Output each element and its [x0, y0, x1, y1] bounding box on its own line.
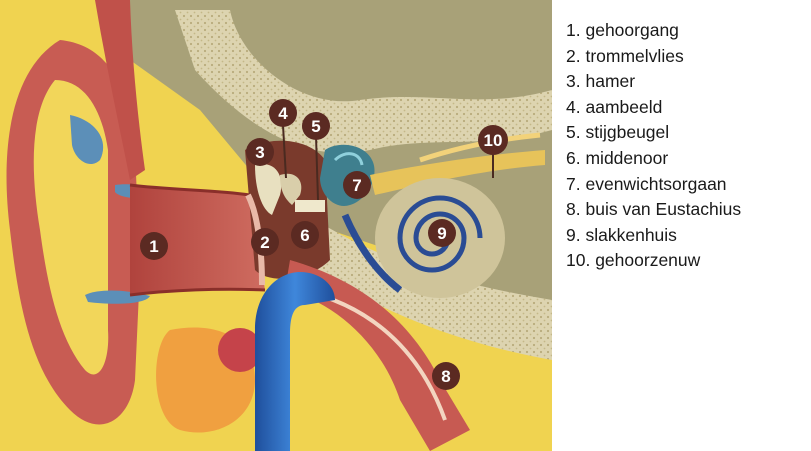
legend-number: 5. — [566, 122, 581, 142]
legend-number: 9. — [566, 225, 581, 245]
marker-2: 2 — [251, 228, 279, 256]
marker-3: 3 — [246, 138, 274, 166]
legend-number: 7. — [566, 174, 581, 194]
legend-item: 4. aambeeld — [566, 95, 741, 121]
marker-6-text: 6 — [300, 226, 309, 245]
marker-1: 1 — [140, 232, 168, 260]
marker-6: 6 — [291, 221, 319, 249]
marker-2-text: 2 — [260, 233, 269, 252]
marker-10-text: 10 — [484, 131, 503, 150]
legend-item: 1. gehoorgang — [566, 18, 741, 44]
legend-list: 1. gehoorgang 2. trommelvlies 3. hamer 4… — [566, 18, 741, 274]
marker-5: 5 — [302, 112, 330, 140]
legend-label: middenoor — [585, 148, 668, 168]
legend-number: 8. — [566, 199, 581, 219]
marker-8-text: 8 — [441, 367, 450, 386]
marker-8: 8 — [432, 362, 460, 390]
legend-item: 3. hamer — [566, 69, 741, 95]
legend-label: slakkenhuis — [585, 225, 676, 245]
marker-4: 4 — [269, 99, 297, 127]
legend-label: evenwichtsorgaan — [585, 174, 726, 194]
legend-label: aambeeld — [585, 97, 662, 117]
marker-10: 10 — [478, 125, 508, 155]
legend-label: gehoorzenuw — [595, 250, 700, 270]
legend-item: 5. stijgbeugel — [566, 120, 741, 146]
marker-7: 7 — [343, 171, 371, 199]
marker-1-text: 1 — [149, 237, 158, 256]
marker-3-text: 3 — [255, 143, 264, 162]
marker-5-text: 5 — [311, 117, 320, 136]
legend-label: hamer — [585, 71, 635, 91]
legend-label: buis van Eustachius — [585, 199, 741, 219]
legend-number: 3. — [566, 71, 581, 91]
marker-9-text: 9 — [437, 224, 446, 243]
legend-number: 1. — [566, 20, 581, 40]
legend-number: 4. — [566, 97, 581, 117]
legend-item: 9. slakkenhuis — [566, 223, 741, 249]
legend-number: 6. — [566, 148, 581, 168]
legend-item: 7. evenwichtsorgaan — [566, 172, 741, 198]
legend-item: 2. trommelvlies — [566, 44, 741, 70]
marker-9: 9 — [428, 219, 456, 247]
ear-anatomy-illustration: 1 2 3 4 5 6 7 8 9 10 — [0, 0, 552, 451]
legend-label: stijgbeugel — [585, 122, 669, 142]
legend-number: 10. — [566, 250, 590, 270]
legend-item: 8. buis van Eustachius — [566, 197, 741, 223]
marker-7-text: 7 — [352, 176, 361, 195]
legend-label: trommelvlies — [585, 46, 683, 66]
legend-item: 6. middenoor — [566, 146, 741, 172]
legend-label: gehoorgang — [585, 20, 678, 40]
legend-number: 2. — [566, 46, 581, 66]
marker-4-text: 4 — [278, 104, 288, 123]
legend-item: 10. gehoorzenuw — [566, 248, 741, 274]
stapes — [295, 200, 325, 212]
